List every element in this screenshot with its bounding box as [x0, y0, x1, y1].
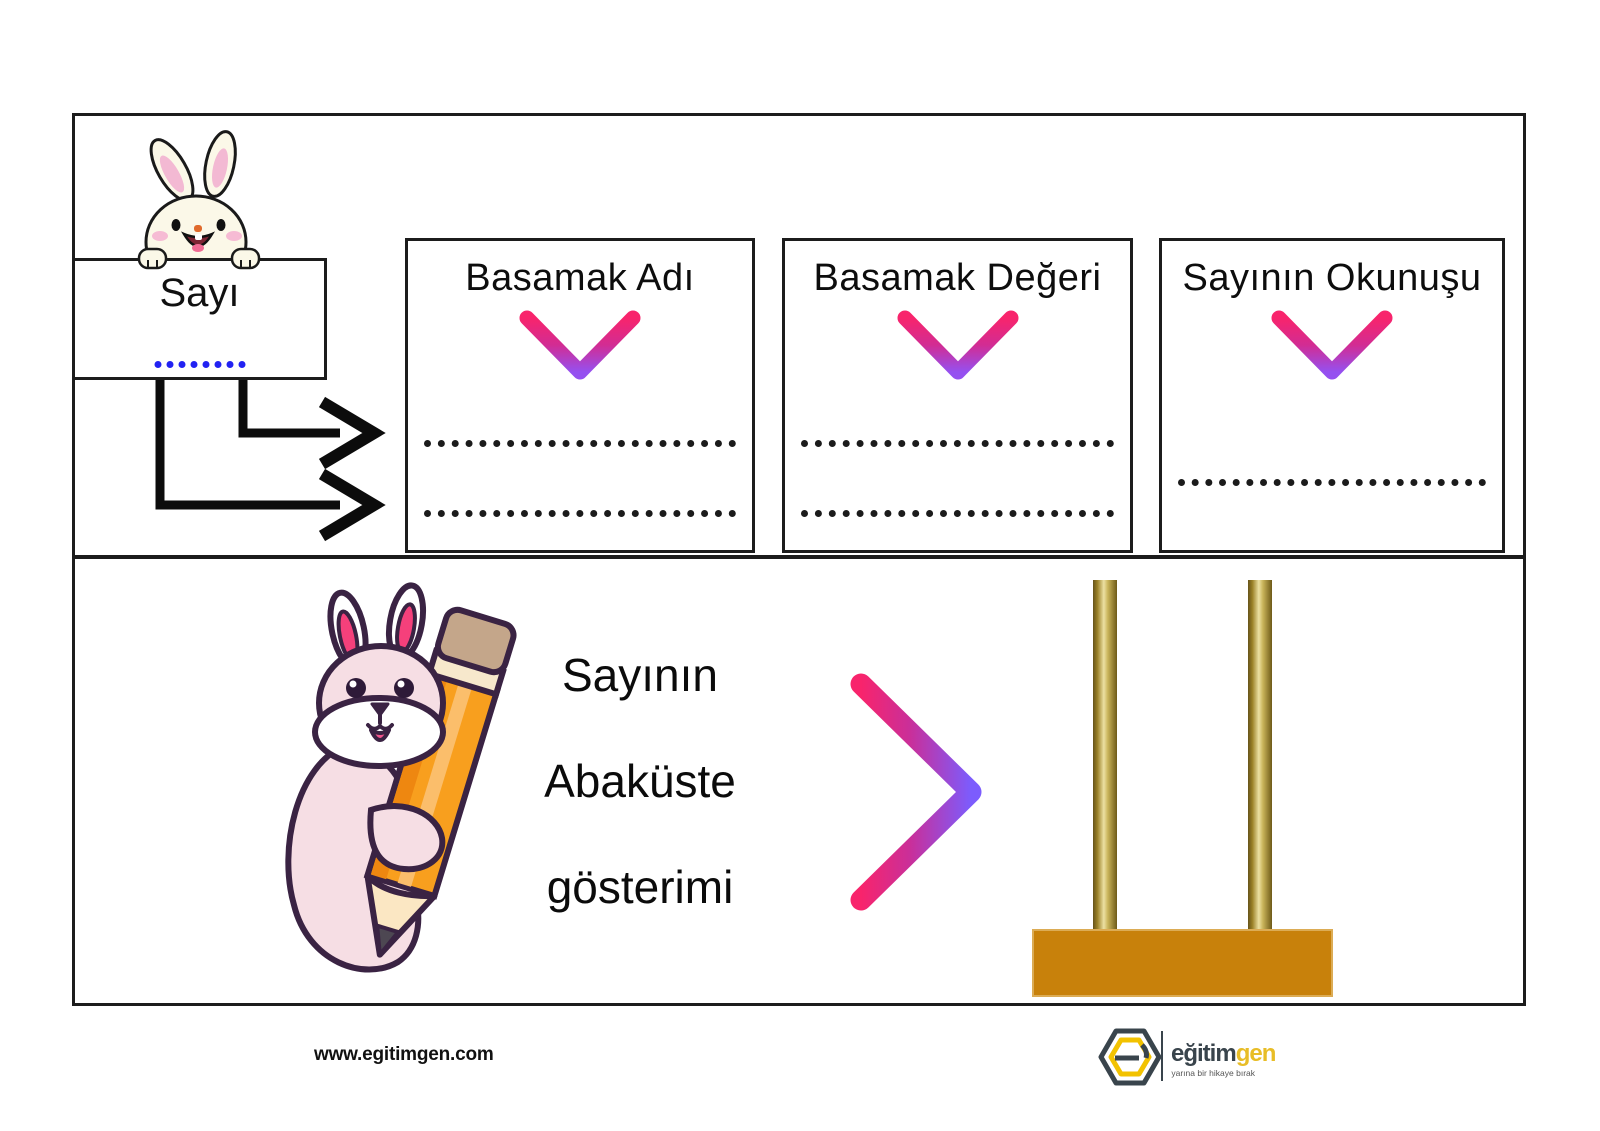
logo-tagline: yarına bir hikaye bırak [1171, 1068, 1255, 1078]
abacus-base [1032, 929, 1333, 997]
caption-line: Abaküste [544, 755, 736, 807]
abacus-caption: Sayının Abaküste gösterimi [510, 650, 770, 912]
column-basamak-degeri: Basamak Değeri [782, 238, 1133, 553]
section-divider [72, 555, 1526, 559]
bunny-pencil-illustration [285, 582, 517, 973]
logo-divider [1161, 1031, 1163, 1081]
column-basamak-adi: Basamak Adı [405, 238, 755, 553]
column-title: Sayının Okunuşu [1182, 257, 1482, 299]
column-title: Basamak Değeri [813, 257, 1102, 299]
column-title: Basamak Adı [465, 257, 695, 299]
logo-brand-dark: eğitim [1171, 1040, 1237, 1067]
chevron-right-icon [850, 673, 982, 911]
chevron-down-icon [1271, 310, 1393, 380]
caption-line: gösterimi [546, 861, 734, 913]
write-line [1178, 479, 1486, 486]
write-line [801, 440, 1114, 447]
write-line [424, 510, 736, 517]
write-line [424, 440, 736, 447]
logo-brand-accent: gen [1235, 1040, 1277, 1067]
chevron-down-icon [519, 310, 641, 380]
bunny-paws [137, 247, 261, 270]
flow-arrows-icon [155, 377, 386, 542]
bunny-sign-illustration [144, 130, 248, 272]
abacus-rod [1093, 580, 1117, 930]
website-url: www.egitimgen.com [314, 1044, 494, 1065]
column-sayinin-okunusu: Sayının Okunuşu [1159, 238, 1505, 553]
abacus-rod [1248, 580, 1272, 930]
caption-line: Sayının [562, 649, 718, 701]
chevron-down-icon [897, 310, 1018, 380]
egitimgen-logo-icon [1098, 1028, 1162, 1086]
number-card: Sayı [72, 258, 327, 380]
number-dotted-field [154, 361, 245, 368]
number-card-label: Sayı [159, 271, 240, 315]
logo-wordmark: eğitimgen [1171, 1040, 1277, 1068]
write-line [801, 510, 1114, 517]
